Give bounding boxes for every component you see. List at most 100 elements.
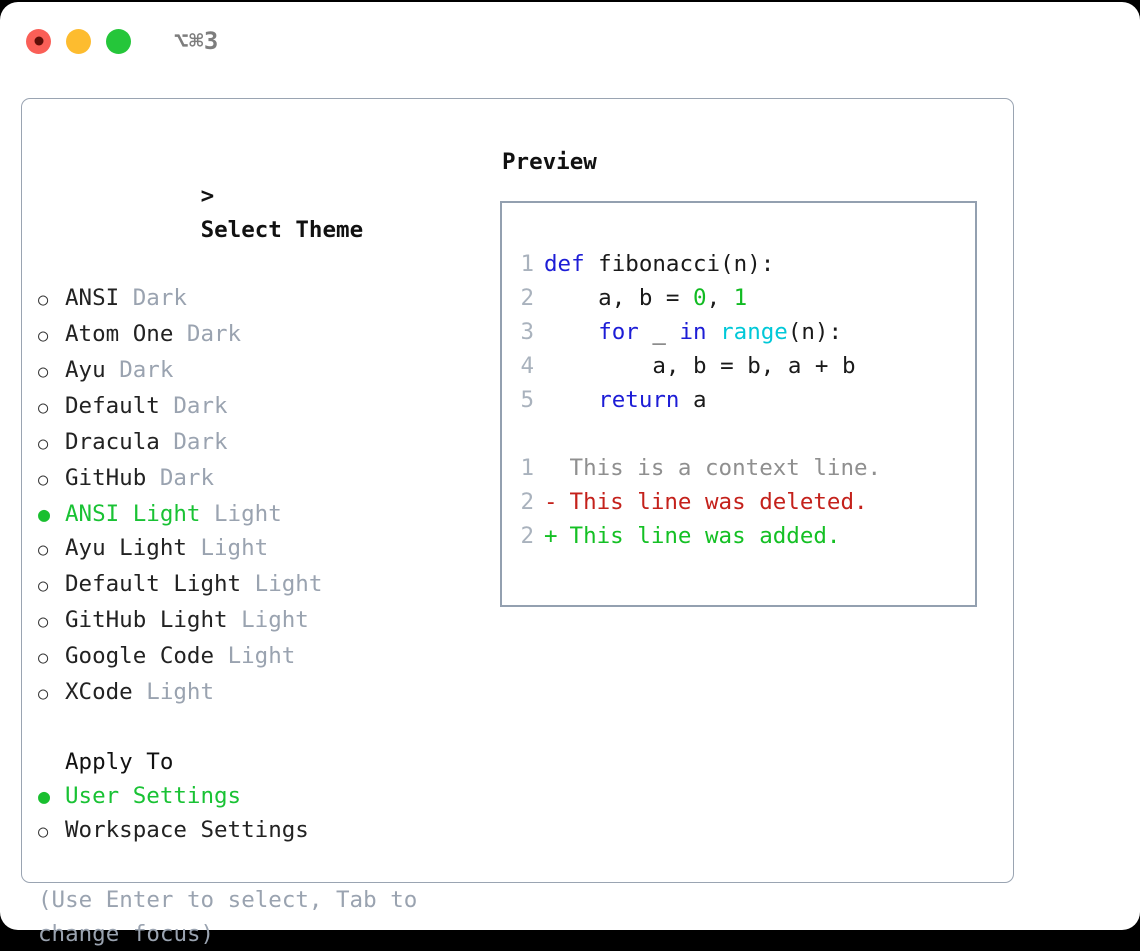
theme-option-atom-one[interactable]: ○ Atom One Dark (38, 317, 500, 353)
radio-unselected-icon: ○ (38, 326, 49, 346)
diff-text: This line was added. (556, 523, 841, 549)
apply-to-option-name: Workspace Settings (65, 817, 309, 843)
line-number: 2 (520, 489, 534, 515)
diff-line-text: This is a context line. (544, 455, 882, 481)
code-token-plain: _ (638, 319, 680, 345)
theme-option-name: Ayu (65, 357, 106, 383)
theme-option-gap (228, 603, 242, 637)
theme-option-category: Light (227, 643, 296, 669)
radio-unselected-icon: ○ (38, 540, 49, 560)
line-number: 1 (520, 455, 534, 481)
radio-unselected-icon: ○ (38, 612, 49, 632)
keyboard-hint: (Use Enter to select, Tab to change focu… (38, 887, 431, 947)
code-token-plain: a, b = (544, 285, 694, 311)
code-token-plain: a, b = b, a + b (544, 353, 856, 379)
theme-option-category: Dark (173, 393, 228, 419)
diff-line-text: - This line was deleted. (544, 489, 868, 515)
code-line: 2 a, b = 0, 1 (520, 281, 975, 315)
apply-to-option-workspace-settings[interactable]: ○ Workspace Settings (38, 813, 500, 849)
code-token-plain (707, 319, 721, 345)
diff-sign: + (544, 523, 558, 549)
line-number: 2 (520, 285, 534, 311)
theme-option-name: GitHub Light (65, 607, 228, 633)
code-token-kw: in (679, 319, 707, 345)
code-token-num: 1 (733, 285, 748, 311)
code-token-kw: return (598, 387, 680, 413)
apply-to-option-user-settings[interactable]: ●User Settings (38, 779, 500, 813)
radio-unselected-icon: ○ (38, 470, 49, 490)
theme-option-category: Light (214, 501, 282, 527)
radio-unselected-icon: ○ (38, 434, 49, 454)
theme-option-ayu-light[interactable]: ○ Ayu Light Light (38, 531, 500, 567)
theme-option-github[interactable]: ○GitHub Dark (38, 461, 500, 497)
titlebar: ⌥⌘3 (0, 2, 1140, 80)
preview-heading: Preview (502, 149, 597, 175)
apply-to-heading: Apply To (65, 749, 174, 775)
minimize-button[interactable] (66, 28, 91, 54)
radio-unselected-icon: ○ (38, 684, 49, 704)
theme-option-gap (200, 497, 214, 531)
theme-option-google-code[interactable]: ○Google Code Light (38, 639, 500, 675)
diff-sign: - (544, 489, 558, 515)
theme-option-category: Dark (186, 321, 242, 347)
close-button[interactable] (26, 28, 51, 54)
theme-option-category: Dark (132, 285, 187, 311)
radio-unselected-icon: ○ (38, 822, 49, 842)
theme-option-gap (214, 639, 228, 673)
radio-unselected-icon: ○ (38, 648, 49, 668)
radio-unselected-icon: ○ (38, 398, 49, 418)
theme-option-name: Default (65, 393, 160, 419)
radio-selected-icon: ● (38, 784, 51, 808)
radio-unselected-icon: ○ (38, 362, 49, 382)
theme-option-ayu[interactable]: ○Ayu Dark (38, 353, 500, 389)
code-token-fn: range (720, 319, 788, 345)
theme-option-dracula[interactable]: ○Dracula Dark (38, 425, 500, 461)
line-number: 4 (520, 353, 534, 379)
diff-line-ctx: 1 This is a context line. (520, 451, 975, 485)
theme-list: ○ANSI Dark○Atom One Dark○Ayu Dark○Defaul… (38, 281, 500, 711)
theme-option-gap (119, 281, 133, 315)
maximize-button[interactable] (106, 28, 131, 54)
theme-option-default-light[interactable]: ○Default Light Light (38, 567, 500, 603)
hint-spacer (38, 849, 500, 883)
radio-unselected-icon: ○ (38, 576, 49, 596)
theme-option-gap (187, 531, 201, 565)
theme-option-category: Light (200, 535, 269, 561)
radio-unselected-icon: ○ (38, 290, 49, 310)
theme-option-gap (133, 675, 147, 709)
line-number: 2 (520, 523, 534, 549)
diff-sign (544, 451, 556, 485)
panel-content: > Select Theme ○ANSI Dark○Atom One Dark○… (22, 99, 1013, 947)
theme-option-name: Ayu Light (65, 535, 187, 561)
list-spacer (38, 711, 500, 745)
diff-line-text: + This line was added. (544, 523, 840, 549)
theme-option-ansi[interactable]: ○ANSI Dark (38, 281, 500, 317)
apply-to-list: ●User Settings ○ Workspace Settings (38, 779, 500, 849)
code-line: 5 return a (520, 383, 975, 417)
theme-option-name: Atom One (65, 321, 174, 347)
theme-option-ansi-light[interactable]: ● ANSI Light Light (38, 497, 500, 531)
radio-selected-icon: ● (38, 502, 51, 526)
theme-option-xcode[interactable]: ○XCode Light (38, 675, 500, 711)
line-number: 1 (520, 251, 534, 277)
theme-option-github-light[interactable]: ○ GitHub Light Light (38, 603, 500, 639)
theme-option-category: Dark (173, 429, 228, 455)
theme-option-name: ANSI Light (65, 501, 201, 527)
window-title: ⌥⌘3 (174, 27, 219, 55)
code-token-plain (544, 387, 598, 413)
code-token-plain: (n): (787, 319, 843, 345)
theme-picker-heading: > Select Theme (38, 145, 500, 281)
theme-picker-title: Select Theme (200, 217, 364, 243)
theme-option-default[interactable]: ○ Default Dark (38, 389, 500, 425)
code-line: 3 for _ in range(n): (520, 315, 975, 349)
theme-picker-column: > Select Theme ○ANSI Dark○Atom One Dark○… (38, 145, 500, 951)
theme-option-gap (146, 461, 160, 495)
theme-option-name: GitHub (65, 465, 147, 491)
theme-option-category: Light (241, 607, 309, 633)
code-token-kw: def (544, 251, 585, 277)
theme-option-category: Light (254, 571, 323, 597)
